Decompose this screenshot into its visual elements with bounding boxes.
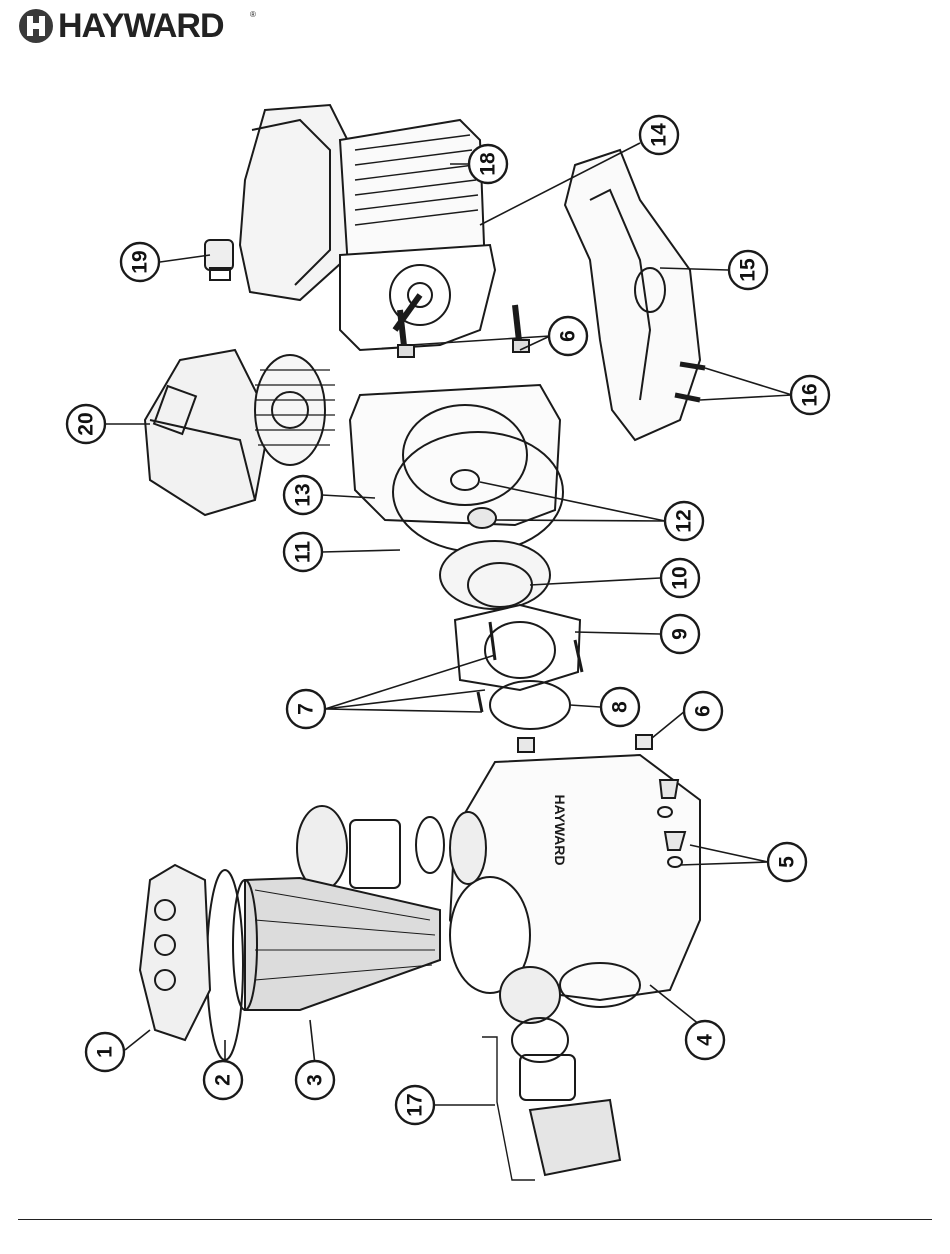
svg-text:15: 15 xyxy=(737,258,760,282)
footer-divider xyxy=(18,1219,932,1220)
callout-15: 15 xyxy=(729,251,767,289)
diffuser-screws-part xyxy=(478,692,482,712)
callout-7: 7 xyxy=(287,690,325,728)
callout-9: 9 xyxy=(661,615,699,653)
nut-part xyxy=(636,735,652,749)
svg-text:11: 11 xyxy=(292,541,315,564)
svg-text:1: 1 xyxy=(94,1046,117,1058)
svg-text:3: 3 xyxy=(304,1074,327,1086)
strainer-basket-part xyxy=(233,878,440,1010)
svg-text:10: 10 xyxy=(669,566,692,589)
diffuser-gasket-part xyxy=(490,681,570,729)
callout-12: 12 xyxy=(665,502,703,540)
callout-16: 16 xyxy=(791,376,829,414)
callout-14: 14 xyxy=(640,116,678,154)
callout-2: 2 xyxy=(204,1061,242,1099)
callout-5: 5 xyxy=(768,843,806,881)
svg-text:9: 9 xyxy=(669,628,692,640)
motor-part xyxy=(240,105,495,350)
lid-o-ring-part xyxy=(207,870,243,1060)
callout-3: 3 xyxy=(296,1061,334,1099)
svg-text:12: 12 xyxy=(673,509,696,532)
svg-text:2: 2 xyxy=(212,1074,235,1086)
svg-text:14: 14 xyxy=(648,123,671,147)
callout-4: 4 xyxy=(686,1021,724,1059)
svg-text:19: 19 xyxy=(129,250,152,273)
svg-text:4: 4 xyxy=(694,1034,717,1046)
svg-text:8: 8 xyxy=(609,701,632,713)
union-fitting-part xyxy=(297,806,486,890)
callout-6-lower: 6 xyxy=(684,692,722,730)
callout-1: 1 xyxy=(86,1033,124,1071)
callout-11: 11 xyxy=(284,533,322,571)
svg-text:5: 5 xyxy=(776,856,799,868)
callout-10: 10 xyxy=(661,559,699,597)
svg-text:17: 17 xyxy=(404,1093,427,1116)
cable-gland-part xyxy=(205,240,233,280)
callout-13: 13 xyxy=(284,476,322,514)
impeller-part xyxy=(440,541,550,609)
svg-text:6: 6 xyxy=(557,330,580,342)
strainer-lid-part xyxy=(140,865,210,1040)
svg-text:16: 16 xyxy=(799,383,822,406)
diffuser-part xyxy=(455,605,582,690)
seal-plate-part xyxy=(350,385,560,525)
callout-20: 20 xyxy=(67,405,105,443)
svg-text:18: 18 xyxy=(477,152,500,176)
svg-text:7: 7 xyxy=(295,703,318,715)
callout-19: 19 xyxy=(121,243,159,281)
callout-18: 18 xyxy=(469,145,507,183)
callout-8: 8 xyxy=(601,688,639,726)
nut-part xyxy=(518,738,534,752)
svg-text:6: 6 xyxy=(692,705,715,717)
callout-6-upper: 6 xyxy=(549,317,587,355)
svg-text:20: 20 xyxy=(75,412,98,435)
callout-17: 17 xyxy=(396,1086,434,1124)
housing-brand-mark: HAYWARD xyxy=(552,794,568,865)
svg-text:13: 13 xyxy=(292,483,315,506)
shaft-seal-part xyxy=(468,508,496,528)
